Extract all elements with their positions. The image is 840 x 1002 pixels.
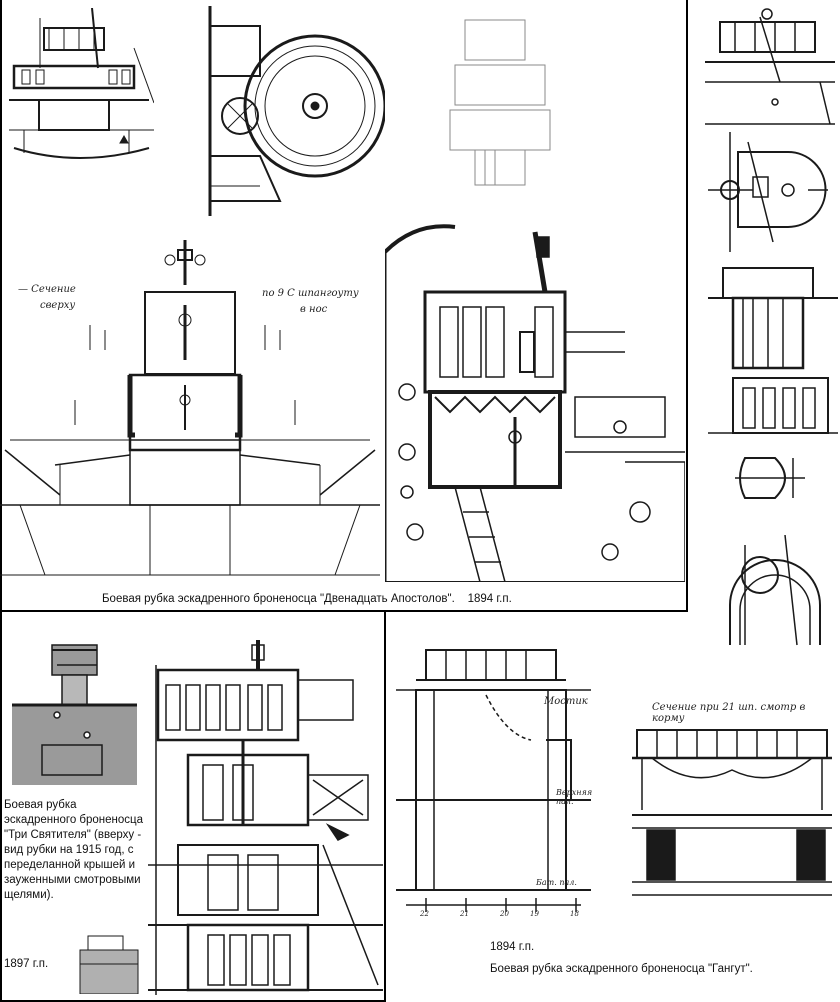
drawing-gangut-section: Сечение при 21 шп. смотр в корму	[632, 700, 832, 905]
annotation-battery-deck: Бат. пал.	[536, 878, 577, 887]
drawing-detail-plan-round	[708, 132, 838, 252]
caption-twelve-apostles-text: Боевая рубка эскадренного броненосца "Дв…	[102, 593, 455, 605]
caption-three-saints-text: Боевая рубка эскадренного броненосца "Тр…	[4, 799, 144, 901]
drawing-detail-arch	[725, 535, 825, 655]
drawing-cutaway-twelve-apostles	[385, 212, 685, 582]
caption-twelve-apostles: Боевая рубка эскадренного броненосца "Дв…	[102, 592, 512, 607]
caption-three-saints-year: 1897 г.п.	[4, 958, 49, 970]
annotation-section-left: — Сечение	[18, 284, 76, 295]
drawing-three-saints-elevation	[148, 625, 383, 995]
frame-number-1: 21	[460, 910, 469, 918]
drawing-section-twelve-apostles: — Сечение сверху по 9 С шпангоуту в нос	[0, 210, 380, 590]
drawing-detail-section	[708, 258, 838, 438]
frame-number-4: 18	[570, 910, 579, 918]
annotation-section-right: по 9 С шпангоуту	[262, 288, 359, 299]
caption-three-saints: Боевая рубка эскадренного броненосца "Тр…	[4, 798, 144, 903]
caption-gangut: Боевая рубка эскадренного броненосца "Га…	[490, 963, 753, 975]
drawing-faded-elevation	[445, 10, 555, 190]
drawing-three-saints-1915	[12, 635, 137, 785]
frame-number-0: 22	[420, 910, 429, 918]
drawing-profile-small	[4, 8, 154, 178]
annotation-bridge: Мостик	[544, 696, 588, 707]
frame-number-2: 20	[500, 910, 509, 918]
frame-number-3: 19	[530, 910, 539, 918]
drawing-gangut-elevation: Мостик Верхняя пал. Бат. пал. 22 21 20 1…	[396, 640, 593, 920]
annotation-section-left-sub: сверху	[40, 300, 76, 311]
annotation-section-right-sub: в нос	[300, 304, 328, 315]
drawing-detail-elevation	[705, 2, 835, 127]
annotation-section-gangut: Сечение при 21 шп. смотр в корму	[652, 702, 806, 724]
drawing-three-saints-thumb	[78, 930, 140, 994]
annotation-upper-deck: Верхняя пал.	[556, 788, 593, 806]
caption-gangut-year: 1894 г.п.	[490, 941, 535, 953]
caption-twelve-apostles-year: 1894 г.п.	[467, 593, 512, 605]
drawing-round-plan	[190, 6, 385, 216]
drawing-detail-slit	[735, 448, 805, 508]
